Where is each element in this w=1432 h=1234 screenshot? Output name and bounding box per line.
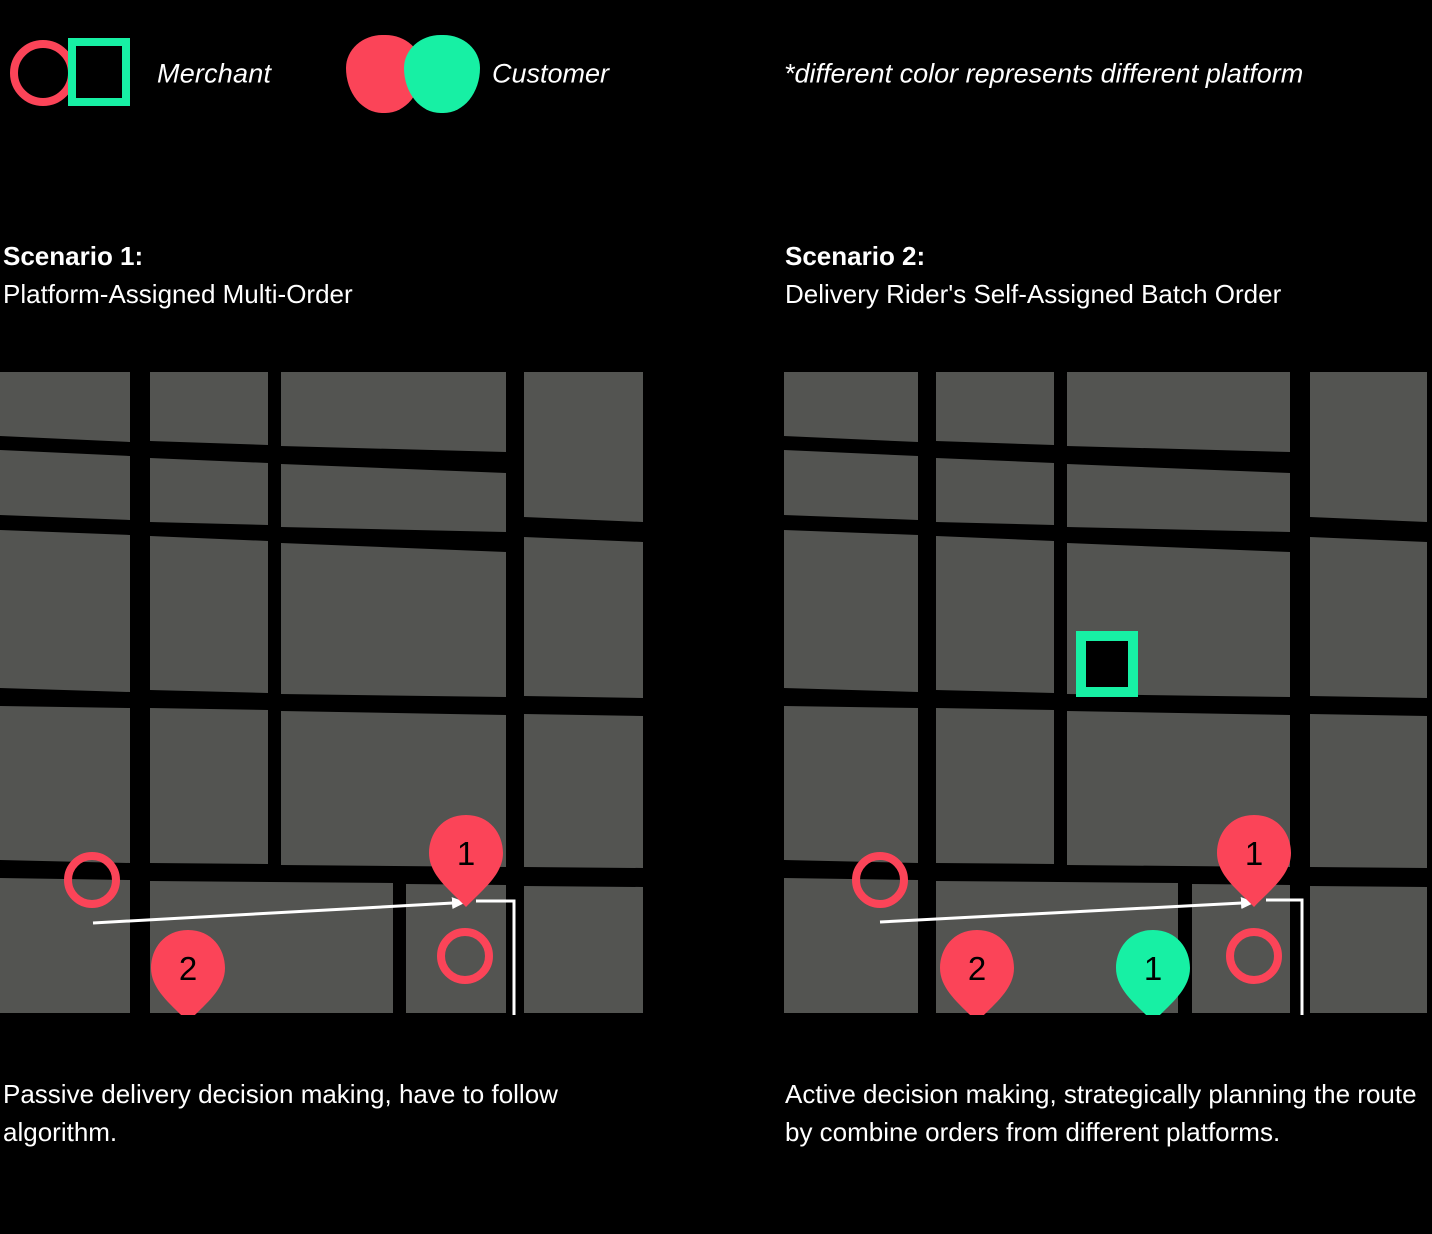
city-blocks (784, 372, 1427, 1013)
legend: Merchant Customer *different color repre… (0, 0, 1432, 150)
customer-pin-1-label: 1 (457, 835, 475, 872)
scenario-2-heading: Scenario 2: Delivery Rider's Self-Assign… (785, 237, 1281, 313)
scenario-1-heading: Scenario 1: Platform-Assigned Multi-Orde… (3, 237, 353, 313)
scenario-2-caption: Active decision making, strategically pl… (785, 1079, 1417, 1147)
customer-pin-green-icon (404, 35, 480, 113)
merchant-square-icon (68, 38, 130, 106)
scenario-1-map: 1 2 (0, 370, 650, 1015)
customer-pin-green-1: 1 (1116, 930, 1190, 1015)
customer-pin-red-2-label: 2 (968, 950, 986, 987)
customer-pin-1: 1 (429, 815, 503, 907)
merchant-legend-label: Merchant (157, 58, 272, 89)
customer-legend-label: Customer (492, 58, 610, 89)
merchant-marker-2 (1226, 928, 1282, 984)
scenario-1-caption: Passive delivery decision making, have t… (3, 1079, 558, 1147)
legend-note: *different color represents different pl… (784, 58, 1304, 89)
scenario-2-title: Scenario 2: (785, 241, 926, 271)
merchant-marker-2 (437, 928, 493, 984)
scenario-2-subtitle: Delivery Rider's Self-Assigned Batch Ord… (785, 279, 1282, 309)
route-path-2 (879, 897, 1304, 1015)
city-blocks (0, 372, 643, 1013)
customer-pin-green-1-label: 1 (1144, 950, 1162, 987)
customer-pin-2: 2 (151, 930, 225, 1015)
scenario-2-map: 1 2 1 (782, 370, 1432, 1015)
customer-legend-icons (346, 35, 486, 113)
merchant-square-marker (1076, 631, 1138, 697)
customer-pin-2-label: 2 (179, 950, 197, 987)
customer-pin-red-1: 1 (1217, 815, 1291, 907)
merchant-legend-icons (6, 36, 132, 110)
merchant-marker-1 (852, 852, 908, 908)
merchant-marker-1 (64, 852, 120, 908)
route-path-1 (92, 897, 516, 1015)
merchant-circle-icon (10, 40, 76, 106)
customer-pin-red-1-label: 1 (1245, 835, 1263, 872)
scenario-1-title: Scenario 1: (3, 241, 144, 271)
customer-pin-red-2: 2 (940, 930, 1014, 1015)
scenario-1-subtitle: Platform-Assigned Multi-Order (3, 279, 353, 309)
